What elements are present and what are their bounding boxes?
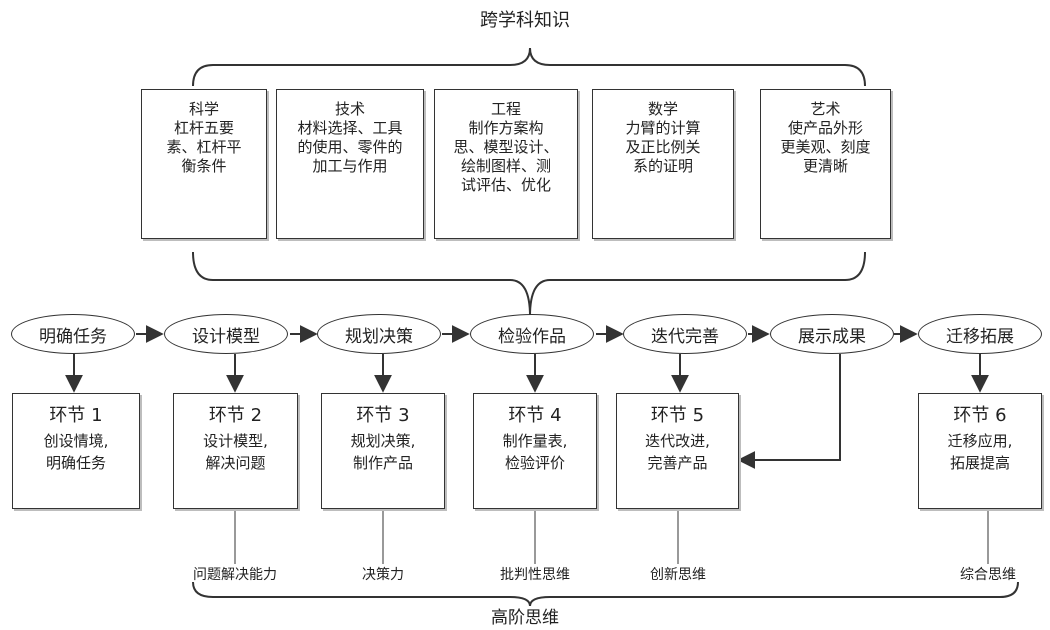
step-line: 制作量表, bbox=[502, 432, 568, 450]
discipline-name: 科学 bbox=[188, 100, 219, 118]
flow-transfer: 迁移拓展 bbox=[918, 314, 1042, 354]
bottom-brace bbox=[192, 581, 1019, 607]
step-title: 环节 3 bbox=[356, 405, 410, 426]
top-brace bbox=[192, 47, 866, 87]
step-1: 环节 1 创设情境, 明确任务 bbox=[12, 393, 140, 509]
ability-comprehensive-thinking: 综合思维 bbox=[960, 567, 1016, 583]
ability-innovative-thinking: 创新思维 bbox=[650, 567, 706, 583]
discipline-line: 更清晰 bbox=[802, 157, 848, 175]
step-line: 完善产品 bbox=[647, 454, 708, 472]
discipline-line: 系的证明 bbox=[632, 157, 693, 175]
step-line: 设计模型, bbox=[203, 432, 268, 450]
discipline-name: 数学 bbox=[647, 100, 678, 118]
step-title: 环节 1 bbox=[49, 405, 103, 426]
discipline-name: 工程 bbox=[490, 100, 521, 118]
step-4: 环节 4 制作量表, 检验评价 bbox=[473, 393, 597, 509]
discipline-name: 技术 bbox=[334, 100, 365, 118]
discipline-line: 试评估、优化 bbox=[460, 176, 551, 194]
discipline-math: 数学 力臂的计算 及正比例关 系的证明 bbox=[592, 89, 734, 239]
discipline-line: 加工与作用 bbox=[312, 157, 388, 175]
discipline-science: 科学 杠杆五要 素、杠杆平 衡条件 bbox=[141, 89, 267, 239]
discipline-line: 材料选择、工具 bbox=[297, 119, 403, 137]
step-title: 环节 6 bbox=[953, 405, 1007, 426]
discipline-line: 素、杠杆平 bbox=[166, 138, 242, 156]
flow-showcase: 展示成果 bbox=[770, 314, 894, 354]
ability-problem-solving: 问题解决能力 bbox=[193, 567, 277, 583]
step-line: 检验评价 bbox=[504, 454, 565, 472]
higher-order-thinking-title: 高阶思维 bbox=[491, 608, 559, 628]
discipline-line: 使产品外形 bbox=[787, 119, 863, 137]
step-line: 创设情境, bbox=[43, 432, 109, 450]
step-title: 环节 4 bbox=[508, 405, 562, 426]
discipline-line: 及正比例关 bbox=[625, 138, 701, 156]
discipline-line: 更美观、刻度 bbox=[780, 138, 871, 156]
flow-test-work: 检验作品 bbox=[470, 314, 594, 354]
discipline-technology: 技术 材料选择、工具 的使用、零件的 加工与作用 bbox=[276, 89, 424, 239]
flow-design-model: 设计模型 bbox=[164, 314, 288, 354]
discipline-engineering: 工程 制作方案构 思、模型设计、 绘制图样、测 试评估、优化 bbox=[434, 89, 578, 239]
step-2: 环节 2 设计模型, 解决问题 bbox=[173, 393, 298, 509]
interdisciplinary-knowledge-title: 跨学科知识 bbox=[480, 10, 570, 31]
step-line: 解决问题 bbox=[205, 454, 266, 472]
flow-iterate: 迭代完善 bbox=[623, 314, 747, 354]
step-title: 环节 2 bbox=[208, 405, 263, 426]
step-6: 环节 6 迁移应用, 拓展提高 bbox=[918, 393, 1042, 509]
step-title: 环节 5 bbox=[650, 405, 705, 426]
discipline-line: 力臂的计算 bbox=[625, 119, 701, 137]
discipline-line: 衡条件 bbox=[181, 157, 227, 175]
ability-critical-thinking: 批判性思维 bbox=[500, 567, 570, 583]
discipline-line: 的使用、零件的 bbox=[297, 138, 403, 156]
step-3: 环节 3 规划决策, 制作产品 bbox=[321, 393, 445, 509]
step-line: 迁移应用, bbox=[947, 432, 1013, 450]
flow-plan-decide: 规划决策 bbox=[317, 314, 441, 354]
step-line: 规划决策, bbox=[350, 432, 416, 450]
step-line: 迭代改进, bbox=[645, 432, 710, 450]
middle-brace bbox=[192, 251, 866, 317]
ability-decision-making: 决策力 bbox=[362, 567, 404, 583]
step-line: 明确任务 bbox=[45, 454, 106, 472]
step-5: 环节 5 迭代改进, 完善产品 bbox=[616, 393, 739, 509]
step-line: 制作产品 bbox=[352, 454, 413, 472]
step-line: 拓展提高 bbox=[949, 454, 1010, 472]
discipline-line: 思、模型设计、 bbox=[453, 138, 559, 156]
discipline-art: 艺术 使产品外形 更美观、刻度 更清晰 bbox=[760, 89, 891, 239]
discipline-line: 制作方案构 bbox=[468, 119, 544, 137]
flow-clarify-task: 明确任务 bbox=[11, 314, 135, 354]
discipline-line: 绘制图样、测 bbox=[460, 157, 551, 175]
discipline-line: 杠杆五要 bbox=[173, 119, 234, 137]
discipline-name: 艺术 bbox=[810, 100, 841, 118]
